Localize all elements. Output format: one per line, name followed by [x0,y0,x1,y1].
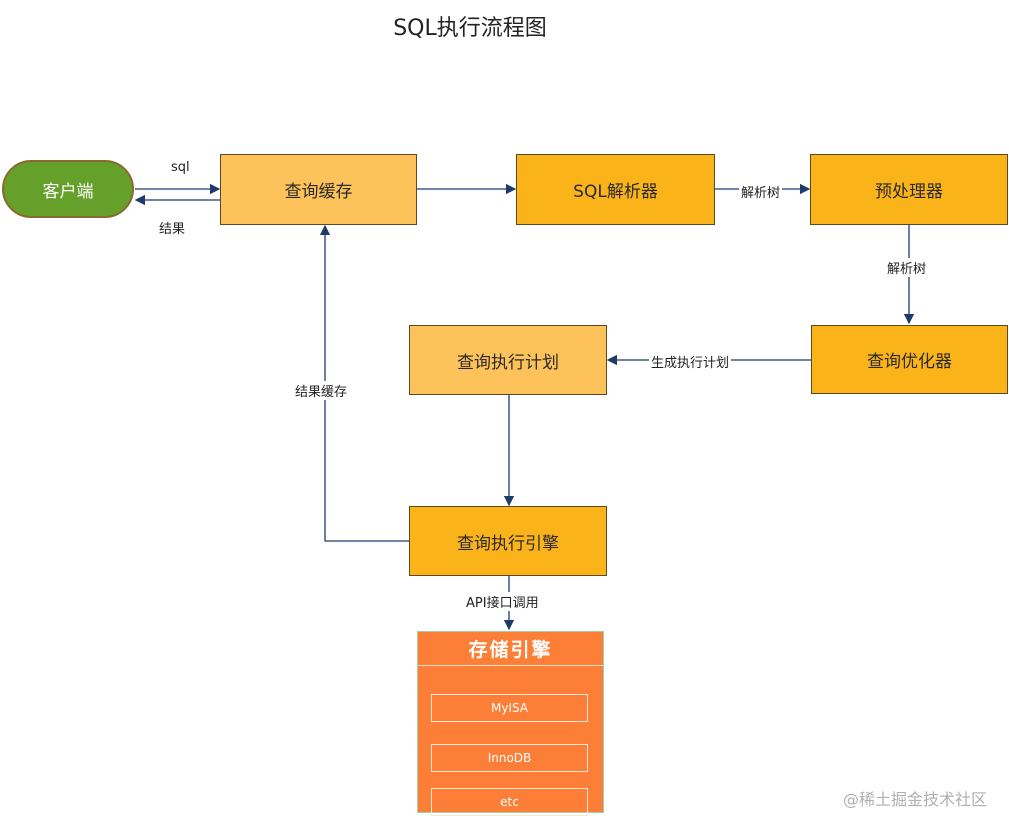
storage-engine-title: 存储引擎 [418,632,603,666]
edge-label-result: 结果 [157,218,188,237]
edge-label-parse-tree-2: 解析树 [885,258,929,277]
sql-parser-node: SQL解析器 [516,154,715,225]
watermark: @稀土掘金技术社区 [843,790,988,809]
arrow-engine-to-cache [319,224,409,542]
diagram-title: SQL执行流程图 [393,16,547,41]
engine-myisam: MyISA [431,694,588,722]
edge-label-result-cache: 结果缓存 [293,381,350,400]
edge-label-api-call: API接口调用 [464,592,541,611]
edge-label-generate-plan: 生成执行计划 [649,352,732,371]
exec-engine-node: 查询执行引擎 [409,506,607,576]
engine-innodb: InnoDB [431,744,588,772]
exec-plan-node: 查询执行计划 [409,325,607,395]
engine-etc: etc [431,788,588,816]
query-cache-node: 查询缓存 [220,154,417,225]
storage-engine-panel: 存储引擎 MyISA InnoDB etc [417,631,604,816]
edge-label-parse-tree: 解析树 [739,182,783,201]
preprocessor-node: 预处理器 [810,154,1008,225]
client-node: 客户端 [2,160,134,218]
edge-label-sql: sql [169,160,192,175]
optimizer-node: 查询优化器 [811,325,1008,394]
